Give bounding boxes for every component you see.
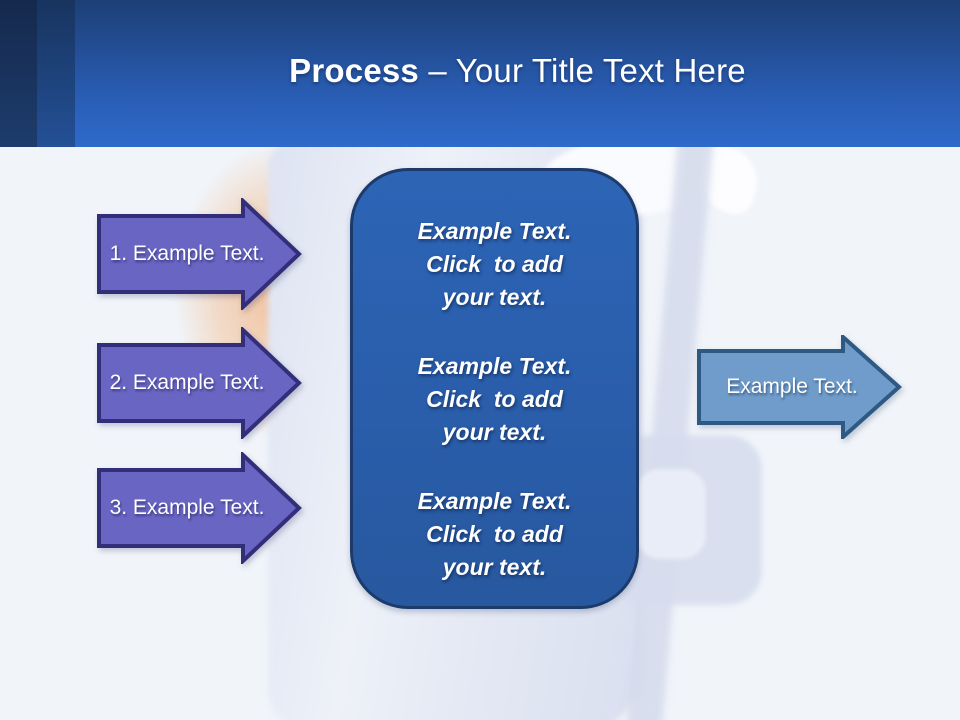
output-arrow-label: Example Text. <box>726 375 858 398</box>
arrow-right-shape <box>97 327 302 439</box>
slide-title-rest: – Your Title Text Here <box>418 52 746 89</box>
step-arrow-1-label: 1. Example Text. <box>109 242 265 265</box>
center-text-panel[interactable]: Example Text. Click to add your text. Ex… <box>350 168 639 609</box>
panel-text: Example Text. Click to add your text. Ex… <box>353 215 636 584</box>
panel-line: your text. <box>442 554 547 580</box>
step-arrow-3[interactable]: 3. Example Text. <box>97 452 302 564</box>
panel-line: Example Text. <box>417 488 572 514</box>
step-arrow-2-label: 2. Example Text. <box>109 371 265 394</box>
step-arrow-1[interactable]: 1. Example Text. <box>97 198 302 310</box>
photo-bin-wheel-hub <box>636 469 706 559</box>
panel-block-3: Example Text. Click to add your text. <box>353 485 636 584</box>
panel-line: your text. <box>442 419 547 445</box>
panel-line: your text. <box>442 284 547 310</box>
arrow-right-shape <box>697 335 902 439</box>
panel-block-1: Example Text. Click to add your text. <box>353 215 636 314</box>
slide-title[interactable]: Process – Your Title Text Here <box>75 52 960 90</box>
panel-line: Click to add <box>426 521 563 547</box>
step-arrow-2[interactable]: 2. Example Text. <box>97 327 302 439</box>
header-accent-stripe-mid <box>37 0 75 147</box>
panel-line: Example Text. <box>417 218 572 244</box>
step-arrow-3-label: 3. Example Text. <box>109 496 265 519</box>
arrow-right-shape <box>97 452 302 564</box>
header-accent-stripe-dark <box>0 0 37 147</box>
slide-title-bold: Process <box>289 52 419 89</box>
output-arrow[interactable]: Example Text. <box>697 335 902 439</box>
arrow-right-shape <box>97 198 302 310</box>
header-band: Process – Your Title Text Here <box>0 0 960 147</box>
panel-line: Example Text. <box>417 353 572 379</box>
panel-line: Click to add <box>426 251 563 277</box>
panel-line: Click to add <box>426 386 563 412</box>
panel-block-2: Example Text. Click to add your text. <box>353 350 636 449</box>
